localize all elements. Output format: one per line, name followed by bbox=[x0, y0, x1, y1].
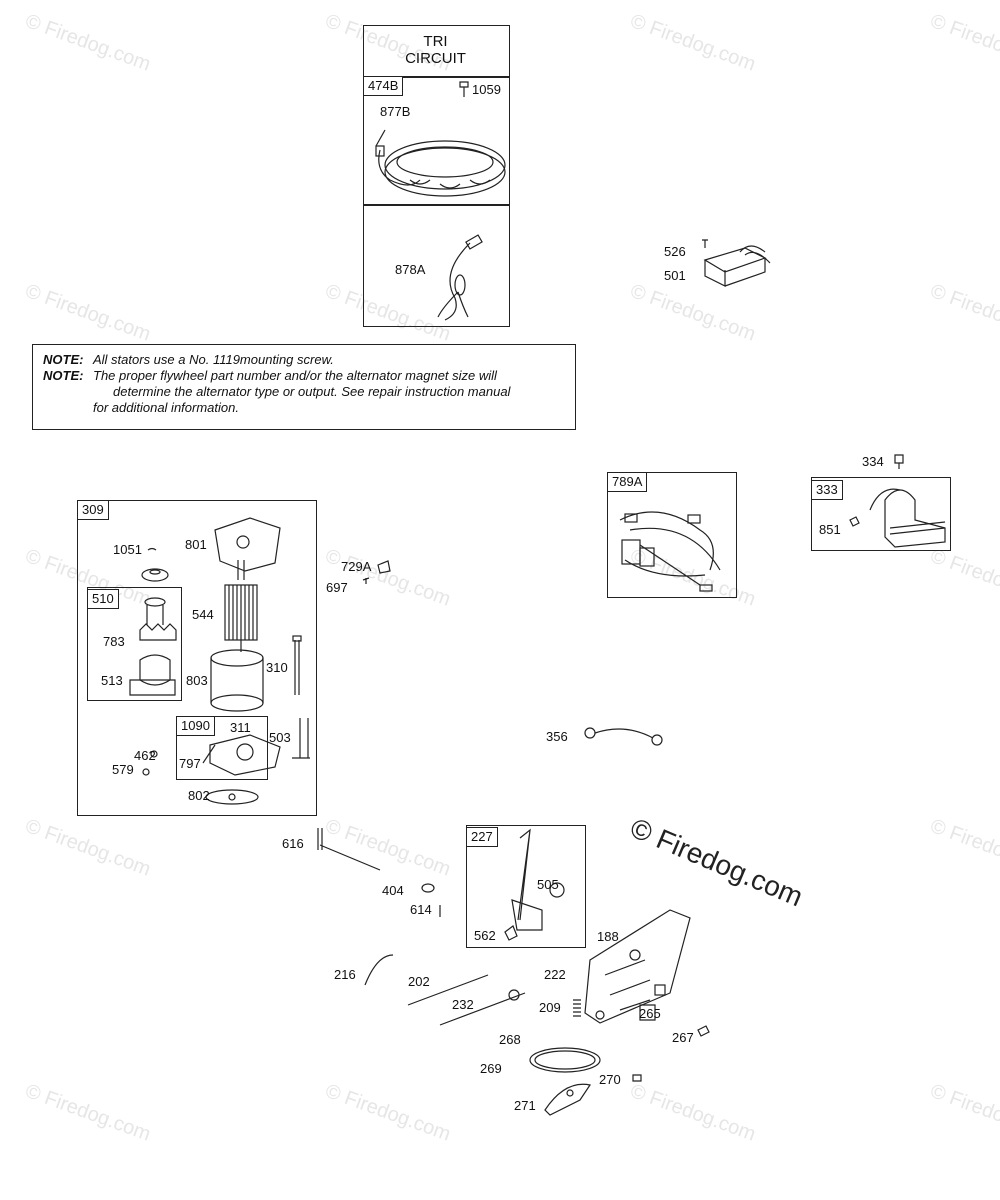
part-label-878a: 878A bbox=[395, 262, 426, 277]
part-label-269: 269 bbox=[480, 1061, 502, 1076]
note-line: determine the alternator type or output.… bbox=[43, 384, 565, 399]
brush-plate-tag: 1090 bbox=[176, 716, 215, 736]
note-text: All stators use a No. 1119mounting screw… bbox=[93, 352, 334, 367]
part-label-202: 202 bbox=[408, 974, 430, 989]
starter-tag: 309 bbox=[77, 500, 109, 520]
governor-tag: 227 bbox=[466, 827, 498, 847]
ignition-box bbox=[811, 477, 951, 551]
note-key: NOTE: bbox=[43, 368, 84, 383]
part-label-356: 356 bbox=[546, 729, 568, 744]
harness-tag: 789A bbox=[607, 472, 648, 492]
part-label-614: 614 bbox=[410, 902, 432, 917]
part-label-232: 232 bbox=[452, 997, 474, 1012]
tri-circuit-title-line1: TRI bbox=[423, 33, 448, 50]
part-label-310: 310 bbox=[266, 660, 288, 675]
part-label-462: 462 bbox=[134, 748, 156, 763]
part-label-579: 579 bbox=[112, 762, 134, 777]
part-label-271: 271 bbox=[514, 1098, 536, 1113]
part-label-311: 311 bbox=[230, 720, 251, 735]
tri-circuit-title: TRI CIRCUIT bbox=[363, 33, 508, 67]
part-label-267: 267 bbox=[672, 1030, 694, 1045]
part-label-544: 544 bbox=[192, 607, 214, 622]
governor-box bbox=[466, 825, 586, 948]
part-label-783: 783 bbox=[103, 634, 125, 649]
note-text: for additional information. bbox=[93, 400, 239, 415]
part-label-801: 801 bbox=[185, 537, 207, 552]
part-label-1051: 1051 bbox=[113, 542, 142, 557]
part-label-513: 513 bbox=[101, 673, 123, 688]
part-label-270: 270 bbox=[599, 1072, 621, 1087]
part-label-562: 562 bbox=[474, 928, 496, 943]
starter-drive-box bbox=[87, 587, 182, 701]
part-label-503: 503 bbox=[269, 730, 291, 745]
tri-circuit-title-line2: CIRCUIT bbox=[405, 50, 466, 67]
part-label-501: 501 bbox=[664, 268, 686, 283]
note-line: NOTE: The proper flywheel part number an… bbox=[43, 368, 565, 383]
note-text: determine the alternator type or output.… bbox=[113, 384, 511, 399]
tri-circuit-stator-box bbox=[363, 76, 510, 206]
part-label-526: 526 bbox=[664, 244, 686, 259]
tri-circuit-lead-box bbox=[363, 204, 510, 327]
stator-tag: 474B bbox=[363, 76, 404, 96]
part-label-505: 505 bbox=[537, 877, 559, 892]
part-label-877b: 877B bbox=[380, 104, 411, 119]
part-label-802: 802 bbox=[188, 788, 210, 803]
part-label-616: 616 bbox=[282, 836, 304, 851]
ignition-tag: 333 bbox=[811, 480, 843, 500]
note-key: NOTE: bbox=[43, 352, 84, 367]
starter-drive-tag: 510 bbox=[87, 589, 119, 609]
part-label-216: 216 bbox=[334, 967, 356, 982]
part-label-797: 797 bbox=[179, 756, 201, 771]
part-label-334: 334 bbox=[862, 454, 884, 469]
note-line: NOTE: All stators use a No. 1119mounting… bbox=[43, 352, 565, 367]
tri-circuit-header-box bbox=[363, 25, 510, 78]
part-label-803: 803 bbox=[186, 673, 208, 688]
starter-box bbox=[77, 500, 317, 816]
note-line: for additional information. bbox=[43, 400, 565, 415]
part-label-729a: 729A bbox=[341, 559, 372, 574]
part-label-209: 209 bbox=[539, 1000, 561, 1015]
part-label-222: 222 bbox=[544, 967, 566, 982]
part-label-1059: 1059 bbox=[472, 82, 501, 97]
part-label-697: 697 bbox=[326, 580, 348, 595]
part-label-851: 851 bbox=[819, 522, 841, 537]
brush-plate-box bbox=[176, 716, 268, 780]
note-box: NOTE: All stators use a No. 1119mounting… bbox=[32, 344, 576, 430]
note-text: The proper flywheel part number and/or t… bbox=[93, 368, 497, 383]
part-label-265: 265 bbox=[639, 1006, 661, 1021]
harness-box bbox=[607, 472, 737, 598]
part-label-268: 268 bbox=[499, 1032, 521, 1047]
part-label-404: 404 bbox=[382, 883, 404, 898]
part-label-188: 188 bbox=[597, 929, 619, 944]
